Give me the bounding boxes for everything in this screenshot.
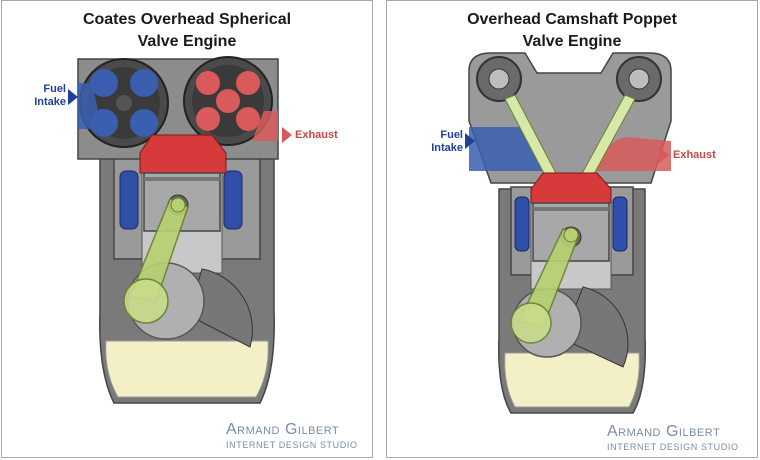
left-brand-name: Armand Gilbert (226, 421, 340, 438)
left-title-line2: Valve Engine (137, 33, 237, 50)
left-exhaust-port (252, 111, 278, 141)
ohc-poppet-engine-panel: Overhead Camshaft Poppet Valve Engine (386, 0, 758, 458)
right-oil-sump (504, 352, 640, 408)
left-fuel-arrow-icon (68, 89, 78, 105)
left-brand-sub: INTERNET DESIGN STUDIO (226, 440, 358, 450)
right-fuel-arrow-icon (465, 133, 475, 149)
right-coolant-jacket-left (514, 196, 530, 252)
left-exhaust-label: Exhaust (295, 129, 338, 141)
right-combustion-chamber (530, 172, 612, 204)
right-brand-name: Armand Gilbert (607, 423, 721, 440)
left-fuel-label: Fuel Intake (34, 83, 66, 108)
right-title-line2: Valve Engine (522, 33, 622, 50)
left-exhaust-arrow-icon (282, 127, 292, 143)
left-intake-port (78, 83, 102, 129)
right-exhaust-label: Exhaust (673, 149, 716, 161)
right-counterweight (562, 286, 629, 368)
right-coolant-jacket-right (612, 196, 628, 252)
left-counterweight (187, 268, 253, 348)
left-coolant-jacket-right (223, 170, 243, 230)
left-title-line1: Coates Overhead Spherical (82, 11, 292, 28)
ohc-engine-diagram (465, 52, 672, 414)
left-oil-sump (105, 340, 269, 398)
right-brand-sub: INTERNET DESIGN STUDIO (607, 442, 739, 452)
right-fuel-label: Fuel Intake (431, 129, 463, 154)
coates-engine-diagram (68, 56, 292, 404)
coates-engine-panel: Coates Overhead Spherical Valve Engine (1, 0, 373, 458)
left-coolant-jacket-left (119, 170, 139, 230)
right-title-line1: Overhead Camshaft Poppet (467, 11, 677, 28)
right-exhaust-port (597, 137, 671, 171)
right-exhaust-arrow-icon (659, 147, 669, 163)
left-combustion-chamber (139, 134, 227, 174)
